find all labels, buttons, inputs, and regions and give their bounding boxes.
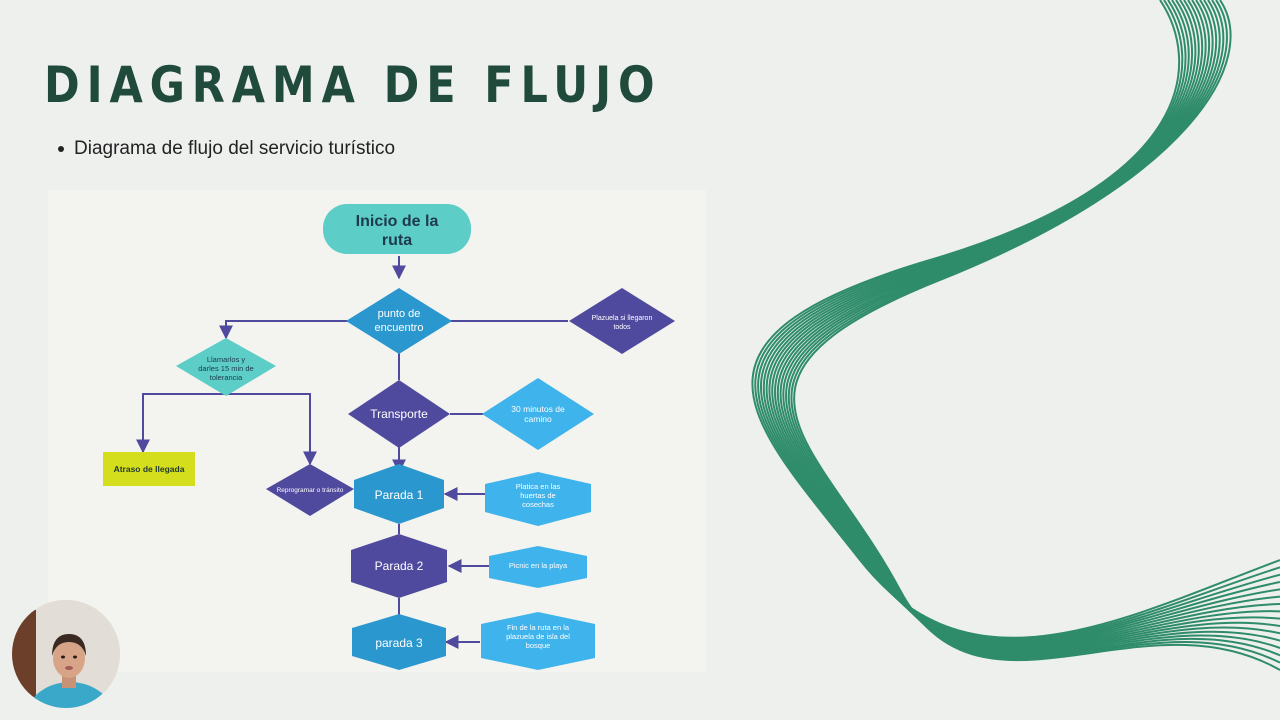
node-walk-label-2: camino <box>524 414 552 424</box>
flowchart-connectors <box>136 256 568 649</box>
node-meeting-label-1: punto de <box>378 308 421 320</box>
node-late-label: Atraso de llegada <box>114 464 185 474</box>
presenter-avatar <box>12 600 120 708</box>
decorative-wave-lines <box>751 0 1280 671</box>
wave-line <box>790 0 1280 664</box>
node-end: Fin de la ruta en la plazuela de isla de… <box>481 612 595 670</box>
wave-line <box>771 0 1280 650</box>
node-stop-1: Parada 1 <box>354 464 444 524</box>
wave-line <box>762 0 1280 645</box>
node-call-label-1: Llamarlos y <box>207 355 246 364</box>
wave-line <box>779 0 1280 654</box>
node-stop-3: parada 3 <box>352 614 446 670</box>
node-reschedule-label: Reprogramar o tránsito <box>277 487 344 494</box>
node-reschedule: Reprogramar o tránsito <box>266 464 354 516</box>
node-transport: Transporte <box>348 380 450 448</box>
wave-line <box>765 0 1280 647</box>
wave-line <box>751 0 1280 639</box>
node-end-label-1: Fin de la ruta en la <box>507 623 570 632</box>
node-start-label-1: Inicio de la <box>356 213 439 230</box>
node-call: Llamarlos y darles 15 min de tolerancia <box>176 338 276 396</box>
wave-line <box>754 0 1280 641</box>
node-end-label-3: bosque <box>526 641 551 650</box>
node-plaza-label-1: Plazuela si llegaron <box>592 315 653 322</box>
bullet-dot-icon <box>58 146 64 152</box>
node-call-label-2: darles 15 min de <box>198 364 253 373</box>
wave-line <box>782 0 1280 656</box>
bullet-text: Diagrama de flujo del servicio turístico <box>74 138 396 159</box>
wave-line <box>787 0 1280 659</box>
node-plaza-label-2: todos <box>613 324 631 331</box>
page-title: DIAGRAMA DE FLUJO <box>44 56 662 114</box>
connector-call-late <box>136 393 226 454</box>
connector-meeting-call <box>219 320 349 340</box>
wave-line <box>793 0 1280 671</box>
node-talk-label-2: huertas de <box>520 491 555 500</box>
node-picnic: Picnic en la playa <box>489 546 587 588</box>
node-meeting-point: punto de encuentro <box>346 288 452 354</box>
wave-line <box>774 0 1280 651</box>
node-stop-3-label: parada 3 <box>375 636 423 650</box>
wave-line <box>757 0 1280 642</box>
presenter-webcam <box>12 600 120 708</box>
wave-line <box>776 0 1280 653</box>
node-stop-2-label: Parada 2 <box>375 559 424 573</box>
node-transport-label: Transporte <box>370 407 428 421</box>
flowchart-panel: Inicio de la ruta punto de encuentro Pla… <box>48 190 706 672</box>
flowchart: Inicio de la ruta punto de encuentro Pla… <box>103 204 675 670</box>
node-late: Atraso de llegada <box>103 452 195 486</box>
wave-line <box>768 0 1280 648</box>
node-stop-1-label: Parada 1 <box>375 488 424 502</box>
node-meeting-label-2: encuentro <box>375 322 424 334</box>
connector-call-reschedule <box>226 393 317 466</box>
node-plaza: Plazuela si llegaron todos <box>569 288 675 354</box>
bullet-item: Diagrama de flujo del servicio turístico <box>58 138 395 160</box>
wave-line <box>759 0 1280 644</box>
node-start: Inicio de la ruta <box>323 204 471 254</box>
node-end-label-2: plazuela de isla del <box>506 632 570 641</box>
wave-line <box>785 0 1280 657</box>
node-talk: Platica en las huertas de cosechas <box>485 472 591 526</box>
node-stop-2: Parada 2 <box>351 534 447 598</box>
node-walk: 30 minutos de camino <box>482 378 594 450</box>
node-picnic-label: Picnic en la playa <box>509 561 568 570</box>
node-call-label-3: tolerancia <box>210 373 243 382</box>
node-walk-label-1: 30 minutos de <box>511 404 565 414</box>
node-start-label-2: ruta <box>382 232 412 249</box>
node-talk-label-1: Platica en las <box>516 482 561 491</box>
node-talk-label-3: cosechas <box>522 500 554 509</box>
